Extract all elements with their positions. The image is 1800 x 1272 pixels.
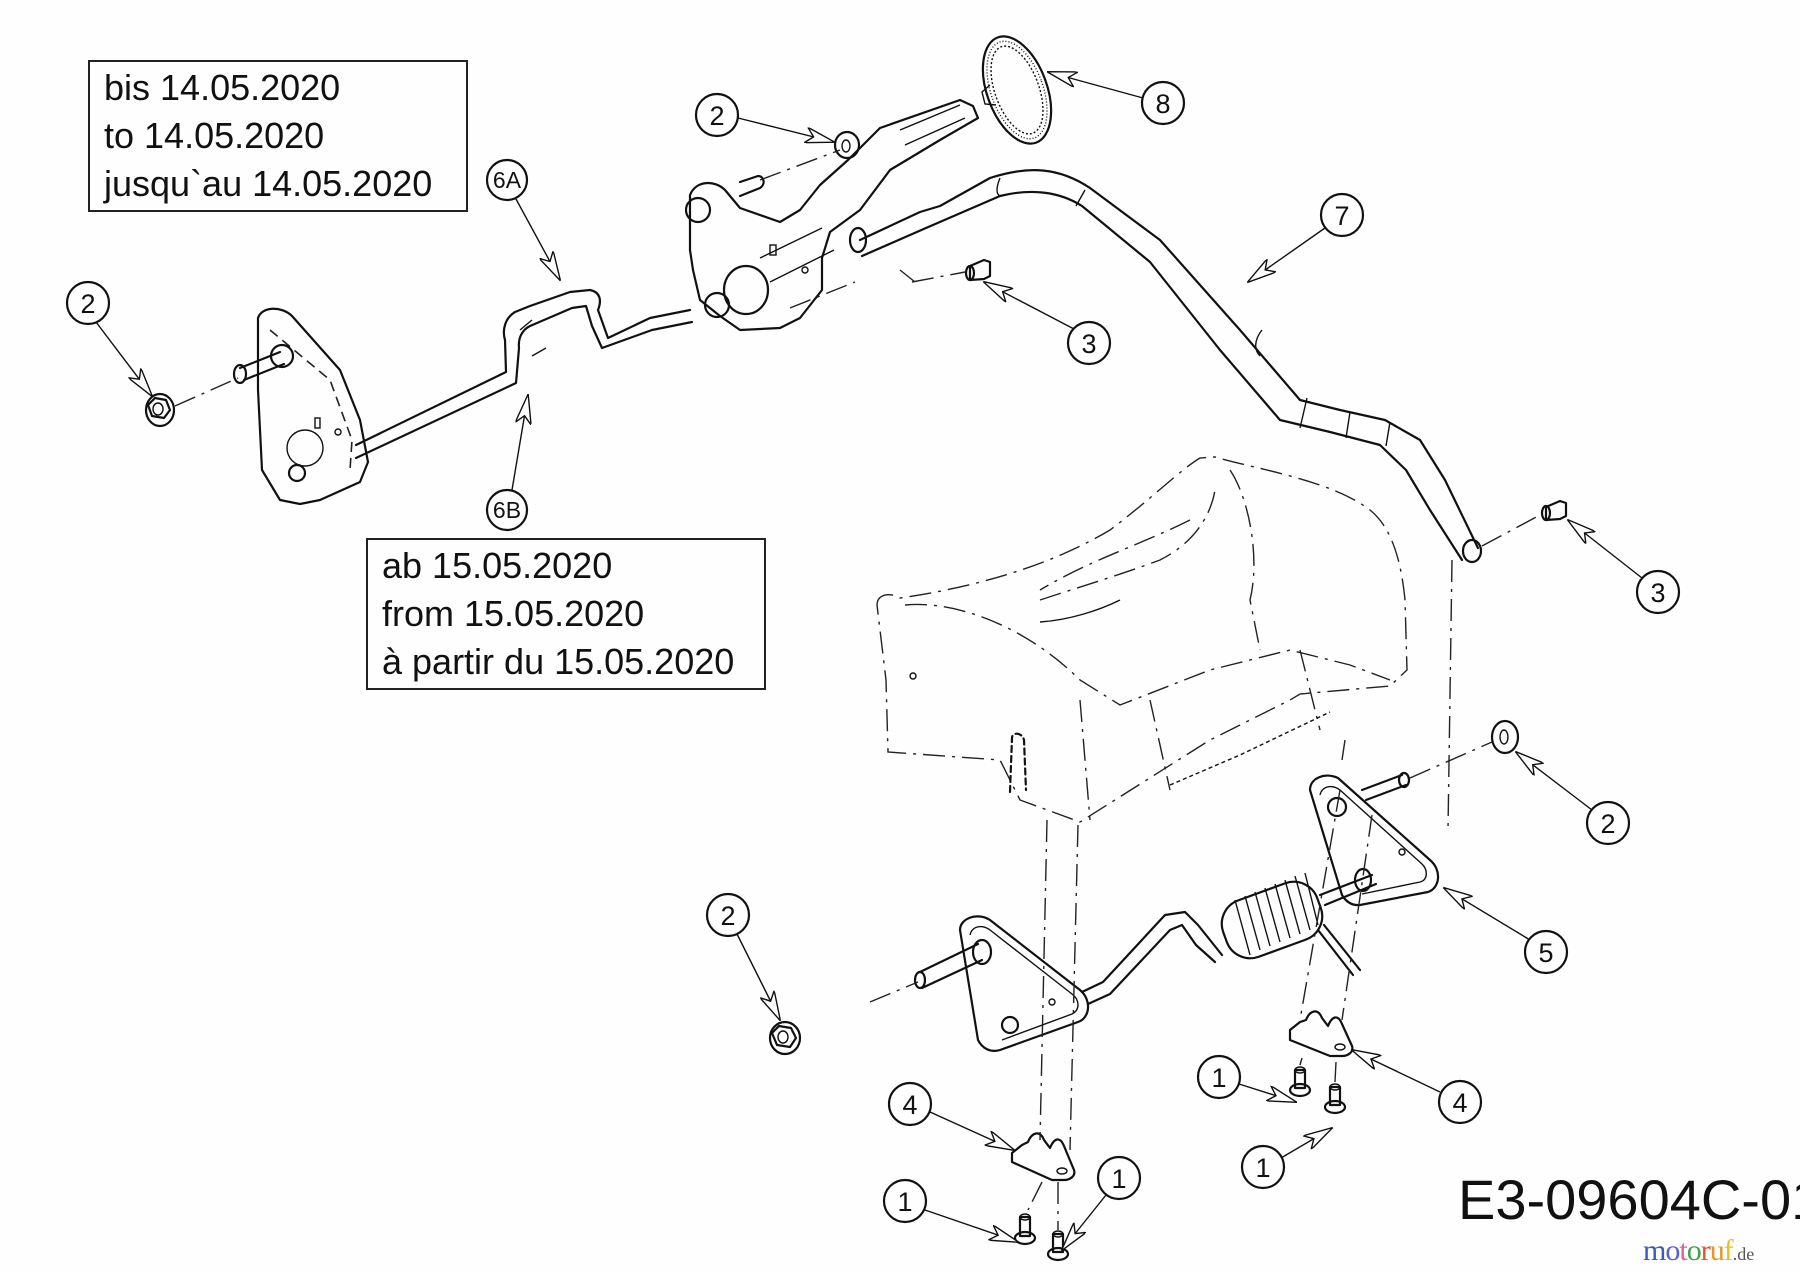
callout-4-right[interactable]: 4 bbox=[1352, 1050, 1483, 1125]
handle-pivot-bracket bbox=[684, 98, 980, 332]
watermark-letter: o bbox=[1686, 1234, 1702, 1267]
watermark-letter: o bbox=[1665, 1234, 1680, 1267]
callout-label: 4 bbox=[902, 1090, 917, 1120]
callout-2-left[interactable]: 2 bbox=[65, 280, 152, 396]
drawing-number: E3-09604C-01 bbox=[1458, 1168, 1800, 1231]
torsion-spring bbox=[1220, 872, 1362, 977]
height-adjust-knob-part bbox=[981, 35, 1053, 145]
callout-3-right[interactable]: 3 bbox=[1568, 520, 1681, 615]
note-line: à partir du 15.05.2020 bbox=[382, 641, 735, 682]
note-from-date: ab 15.05.2020 from 15.05.2020 à partir d… bbox=[366, 538, 766, 690]
callout-label: 6B bbox=[493, 497, 521, 523]
rear-axle-assembly-part bbox=[913, 771, 1440, 1052]
note-line: jusqu`au 14.05.2020 bbox=[104, 163, 433, 204]
note-line: from 15.05.2020 bbox=[382, 593, 645, 634]
watermark-logo: motoruf.de bbox=[1643, 1234, 1754, 1271]
callout-1-right-lower[interactable]: 1 bbox=[1240, 1128, 1332, 1190]
screw-1-d bbox=[1323, 1083, 1347, 1115]
watermark-letter: f bbox=[1723, 1234, 1734, 1267]
callout-label: 3 bbox=[1650, 578, 1665, 608]
callout-label: 2 bbox=[1600, 809, 1615, 839]
callout-7[interactable]: 7 bbox=[1248, 192, 1365, 282]
callout-1-bottom-left[interactable]: 1 bbox=[882, 1178, 1018, 1242]
flange-nut-left bbox=[144, 392, 176, 428]
lower-handle-part bbox=[848, 169, 1483, 564]
flange-nut-bottom bbox=[768, 1020, 802, 1056]
axle-clamp-left bbox=[1010, 1132, 1076, 1182]
callout-2-right[interactable]: 2 bbox=[1516, 752, 1631, 846]
watermark-tld: .de bbox=[1732, 1244, 1755, 1264]
callout-label: 2 bbox=[720, 901, 735, 931]
callout-label: 3 bbox=[1081, 329, 1096, 359]
screw-1-a bbox=[1013, 1213, 1037, 1246]
note-line: ab 15.05.2020 bbox=[382, 545, 613, 586]
watermark-letter: u bbox=[1709, 1234, 1725, 1267]
note-line: to 14.05.2020 bbox=[104, 115, 325, 156]
left-height-bracket bbox=[232, 307, 370, 506]
note-until-date: bis 14.05.2020 to 14.05.2020 jusqu`au 14… bbox=[88, 60, 468, 212]
callout-label: 8 bbox=[1155, 89, 1170, 119]
shoulder-bolt-top bbox=[964, 258, 992, 282]
callout-label: 1 bbox=[1211, 1063, 1226, 1093]
screw-1-c bbox=[1288, 1066, 1312, 1098]
height-adjust-axle bbox=[354, 288, 694, 460]
callout-6b[interactable]: 6B bbox=[485, 395, 528, 532]
callout-2-bottom-left[interactable]: 2 bbox=[705, 892, 780, 1020]
note-line: bis 14.05.2020 bbox=[104, 67, 341, 108]
callout-3-top[interactable]: 3 bbox=[984, 282, 1112, 366]
callout-label: 1 bbox=[1255, 1153, 1270, 1183]
callout-4-left[interactable]: 4 bbox=[887, 1081, 1014, 1150]
callout-label: 2 bbox=[709, 101, 724, 131]
shoulder-bolt-right bbox=[1540, 499, 1568, 522]
callout-label: 1 bbox=[1111, 1164, 1126, 1194]
callout-8[interactable]: 8 bbox=[1048, 72, 1186, 126]
callout-1-right-upper[interactable]: 1 bbox=[1196, 1054, 1296, 1102]
callout-label: 5 bbox=[1538, 938, 1553, 968]
callout-label: 7 bbox=[1334, 201, 1349, 231]
callout-5[interactable]: 5 bbox=[1444, 888, 1569, 975]
callout-label: 6A bbox=[493, 167, 522, 193]
watermark-letter: r bbox=[1700, 1234, 1711, 1267]
mower-deck-housing bbox=[876, 456, 1408, 823]
watermark-letter: t bbox=[1679, 1234, 1687, 1267]
callout-label: 2 bbox=[80, 289, 95, 319]
axle-clamp-right bbox=[1288, 1010, 1354, 1058]
flange-nut-top bbox=[833, 130, 861, 160]
callout-label: 4 bbox=[1452, 1088, 1467, 1118]
assembly-centerlines bbox=[174, 149, 1543, 1230]
callout-2-top[interactable]: 2 bbox=[694, 92, 834, 142]
callout-6a[interactable]: 6A bbox=[485, 158, 560, 280]
callout-1-bottom-mid[interactable]: 1 bbox=[1062, 1155, 1142, 1250]
watermark-letter: m bbox=[1643, 1234, 1666, 1267]
callout-label: 1 bbox=[897, 1187, 912, 1217]
flange-nut-right bbox=[1490, 719, 1520, 755]
